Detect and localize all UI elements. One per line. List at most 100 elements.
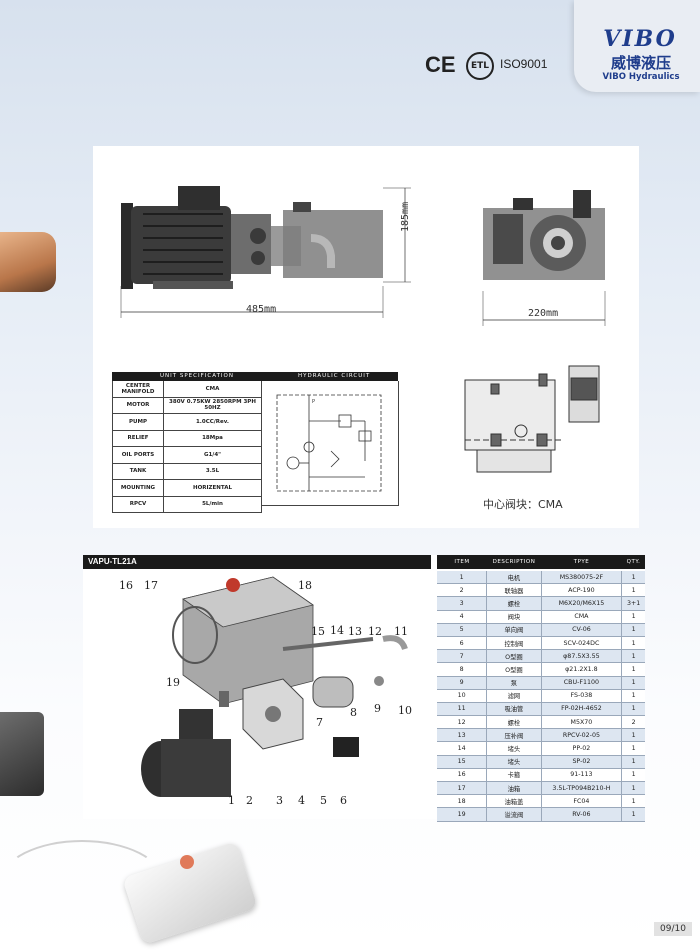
dimension-drawings: [120, 186, 606, 473]
header-item: ITEM: [454, 559, 470, 565]
callout-number: 8: [350, 706, 357, 719]
part-item: 11: [437, 702, 488, 716]
part-qty: 2: [631, 718, 636, 726]
ce-mark: CE: [425, 52, 456, 77]
callout-number: 11: [394, 625, 408, 638]
part-description: 阀块: [487, 610, 542, 623]
part-item: 9: [437, 676, 488, 689]
side-view-drawing: [120, 186, 411, 318]
spec-row: TANK 3.5L: [113, 463, 262, 480]
part-type: FP-02H-4652: [542, 702, 623, 716]
part-type: RV-06: [542, 808, 623, 821]
part-item: 19: [437, 808, 488, 821]
part-item: 6: [437, 636, 488, 650]
part-type: FS-038: [542, 689, 623, 702]
part-qty: 1: [631, 758, 636, 766]
part-qty: 1: [631, 810, 636, 818]
part-item: 15: [437, 755, 488, 768]
part-qty: 1: [631, 692, 636, 700]
part-type: MS380075-2F: [542, 571, 623, 584]
callout-number: 16: [119, 579, 133, 592]
iso-certification: ISO9001: [500, 57, 548, 71]
part-item: 18: [437, 795, 488, 808]
spec-row: PUMP 1.0CC/Rev.: [113, 414, 262, 431]
brand-subtitle: VIBO Hydraulics: [602, 72, 680, 82]
decorative-product-photo-middle: [0, 712, 44, 796]
spec-key: RPCV: [113, 496, 164, 512]
callout-number: 5: [320, 794, 327, 807]
spec-value: 380V 0.75KW 2850RPM 3PH 50HZ: [164, 397, 262, 413]
part-description: 油箱盖: [487, 795, 542, 808]
part-type: CV-06: [542, 623, 623, 636]
decorative-pendant-button: [180, 855, 194, 869]
callout-number: 7: [316, 716, 323, 729]
part-type: FC04: [542, 795, 623, 808]
spec-row: MOUNTING HORIZENTAL: [113, 480, 262, 497]
part-type: ACP-190: [542, 584, 623, 597]
part-description: 联轴器: [487, 584, 542, 597]
callout-number: 4: [298, 794, 305, 807]
part-description: 压补阀: [487, 729, 542, 742]
spec-value: 3.5L: [164, 463, 262, 479]
part-qty: 1: [631, 745, 636, 753]
part-item: 2: [437, 584, 488, 597]
part-type: 3.5L-TP094B210-H: [542, 782, 623, 795]
part-qty: 1: [631, 784, 636, 792]
spec-value: 5L/min: [164, 496, 262, 512]
hydraulic-circuit-box: P: [261, 381, 399, 506]
spec-row: RPCV 5L/min: [113, 496, 262, 513]
part-description: 堵头: [487, 755, 542, 768]
part-description: 泵: [487, 676, 542, 689]
part-qty: 1: [631, 731, 636, 739]
part-description: 滤网: [487, 689, 542, 702]
circuit-title: HYDRAULIC CIRCUIT: [298, 373, 371, 379]
decorative-cable: [0, 840, 164, 924]
page-number: 09/10: [654, 922, 692, 936]
parts-table-header: ITEM DESCRIPTION TPYE QTY.: [437, 555, 645, 569]
spec-value: 1.0CC/Rev.: [164, 414, 262, 430]
exploded-view-drawing: [141, 576, 408, 797]
part-item: 13: [437, 729, 488, 742]
dimension-width: 220mm: [528, 308, 559, 319]
part-type: M6X20/M6X15: [542, 597, 623, 610]
part-description: O型圈: [487, 650, 542, 663]
part-item: 12: [437, 716, 488, 729]
part-qty: 1: [631, 652, 636, 660]
spec-key: MOTOR: [113, 397, 164, 413]
header-description: DESCRIPTION: [492, 559, 536, 565]
spec-key: TANK: [113, 463, 164, 479]
part-description: 螺栓: [487, 597, 542, 610]
part-qty: 1: [631, 705, 636, 713]
spec-key: OIL PORTS: [113, 447, 164, 463]
spec-value: 18Mpa: [164, 430, 262, 446]
manifold-cma-drawing: [464, 365, 600, 473]
part-description: 电机: [487, 571, 542, 584]
callout-number: 17: [144, 579, 158, 592]
part-type: RPCV-02-05: [542, 729, 623, 742]
callout-number: 13: [348, 625, 362, 638]
part-description: 卡箍: [487, 768, 542, 781]
part-type: 91-113: [542, 768, 623, 781]
callout-number: 12: [368, 625, 382, 638]
callout-number: 3: [276, 794, 283, 807]
spec-row: CENTER MANIFOLD CMA: [113, 381, 262, 398]
spec-row: RELIEF 18Mpa: [113, 430, 262, 447]
spec-key: PUMP: [113, 414, 164, 430]
header-type: TPYE: [573, 559, 590, 565]
part-item: 10: [437, 689, 488, 702]
part-qty: 1: [631, 771, 636, 779]
spec-key: MOUNTING: [113, 480, 164, 496]
model-title: VAPU-TL21A: [88, 557, 137, 566]
part-item: 5: [437, 623, 488, 636]
part-description: 堵头: [487, 742, 542, 755]
